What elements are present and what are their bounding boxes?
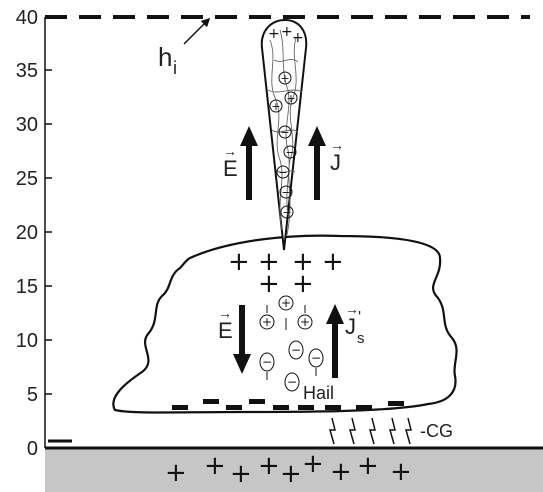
svg-text:−: −: [285, 146, 294, 159]
ionosphere-height-subscript: i: [173, 58, 177, 78]
cloud-charge: +: [228, 247, 250, 277]
negative-charge: [325, 405, 341, 410]
lower-field-arrows: E → J ' s →: [218, 301, 365, 378]
lower-j-vector-arrow: →: [345, 301, 359, 317]
ionosphere-height-label: h i: [158, 17, 211, 78]
hail-label: Hail: [303, 383, 334, 403]
negative-charge: [226, 405, 242, 410]
tick-label: 20: [16, 222, 38, 244]
ground-charge: +: [230, 459, 252, 489]
tick-label: 35: [16, 60, 38, 82]
cloud-base-negative-charges: [172, 399, 404, 410]
lightning-bolt: [389, 417, 396, 445]
svg-text:−: −: [282, 206, 291, 219]
lower-j-label: J: [345, 314, 356, 339]
jet-ions: + + + − − − − −: [269, 71, 298, 219]
cloud-charge: +: [258, 269, 280, 299]
svg-text:+: +: [300, 315, 310, 329]
negative-charge: [249, 399, 265, 404]
svg-text:+: +: [262, 315, 272, 329]
cloud-positive-charges: + + + + + +: [228, 247, 344, 299]
tick-label: 25: [16, 168, 38, 190]
altitude-axis: 0 5 10 15 20 25 30 35 40: [16, 7, 52, 460]
svg-text:−: −: [278, 166, 287, 179]
lower-j-arrowhead: [326, 304, 344, 324]
svg-text:−: −: [280, 126, 289, 139]
lower-e-arrowhead: [233, 354, 251, 374]
jet-charge: +: [268, 26, 280, 42]
ground-charge: +: [165, 458, 187, 488]
jet-texture: [267, 29, 303, 236]
upper-e-vector-arrow: →: [223, 143, 237, 159]
svg-text:+: +: [286, 92, 295, 105]
cloud-charge: +: [292, 247, 314, 277]
tick-label: 30: [16, 114, 38, 136]
ground-charge: +: [390, 457, 412, 487]
blue-jet: + + + + + + − − − − −: [260, 18, 308, 251]
cloud-ions: + + + − − − −: [259, 295, 324, 392]
lightning-bolt: [349, 417, 356, 445]
cloud-charge: +: [322, 247, 344, 277]
jet-charge: +: [292, 30, 304, 46]
negative-charge: [273, 405, 289, 410]
cg-label: -CG: [420, 421, 453, 441]
cloud-charge: +: [292, 269, 314, 299]
negative-charge: [356, 405, 372, 410]
ground-charge: +: [330, 457, 352, 487]
tick-label: 5: [27, 384, 38, 406]
jet-top-charges: + + +: [268, 24, 304, 46]
tick-label: 40: [16, 7, 38, 29]
ground-charge: +: [258, 451, 280, 481]
negative-charge: [172, 405, 188, 410]
upper-j-label: J: [330, 150, 341, 175]
lightning-bolt: [405, 417, 412, 445]
ground: [45, 448, 543, 492]
svg-text:−: −: [281, 186, 290, 199]
upper-e-arrowhead: [240, 126, 258, 146]
thundercloud-outline: [112, 234, 458, 414]
lightning-bolt: [329, 417, 336, 445]
jet-cone: [260, 18, 308, 251]
upper-e-label: E: [223, 156, 238, 181]
svg-text:+: +: [281, 296, 291, 310]
ground-charge: +: [357, 451, 379, 481]
ground-charges: + + + + + + + + +: [165, 449, 412, 489]
tick-label: 0: [27, 438, 38, 460]
svg-text:−: −: [262, 355, 272, 369]
svg-text:−: −: [311, 351, 321, 365]
upper-j-arrowhead: [308, 126, 326, 146]
lower-j-subscript: s: [357, 330, 365, 347]
lower-e-label: E: [218, 318, 233, 343]
cg-lightning: [329, 417, 412, 445]
svg-text:−: −: [291, 343, 301, 357]
svg-text:+: +: [280, 72, 289, 85]
negative-charge: [203, 399, 219, 404]
ionosphere-height-symbol: h: [158, 42, 172, 72]
jet-charge: +: [281, 24, 293, 40]
svg-text:−: −: [287, 375, 297, 389]
lightning-bolt: [369, 417, 376, 445]
lower-e-vector-arrow: →: [218, 305, 232, 321]
upper-field-arrows: E → J →: [223, 126, 344, 200]
ground-charge: +: [280, 459, 302, 489]
upper-j-vector-arrow: →: [330, 137, 344, 153]
cloud-charge: +: [258, 247, 280, 277]
negative-charge: [388, 401, 404, 406]
ground-charge: +: [302, 449, 324, 479]
lower-j-prime: ': [358, 309, 361, 326]
tick-label: 10: [16, 330, 38, 352]
ground-charge: +: [204, 451, 226, 481]
pointer-arrow: [183, 17, 211, 45]
tick-label: 15: [16, 276, 38, 298]
svg-text:+: +: [271, 100, 280, 113]
negative-charge: [298, 405, 314, 410]
